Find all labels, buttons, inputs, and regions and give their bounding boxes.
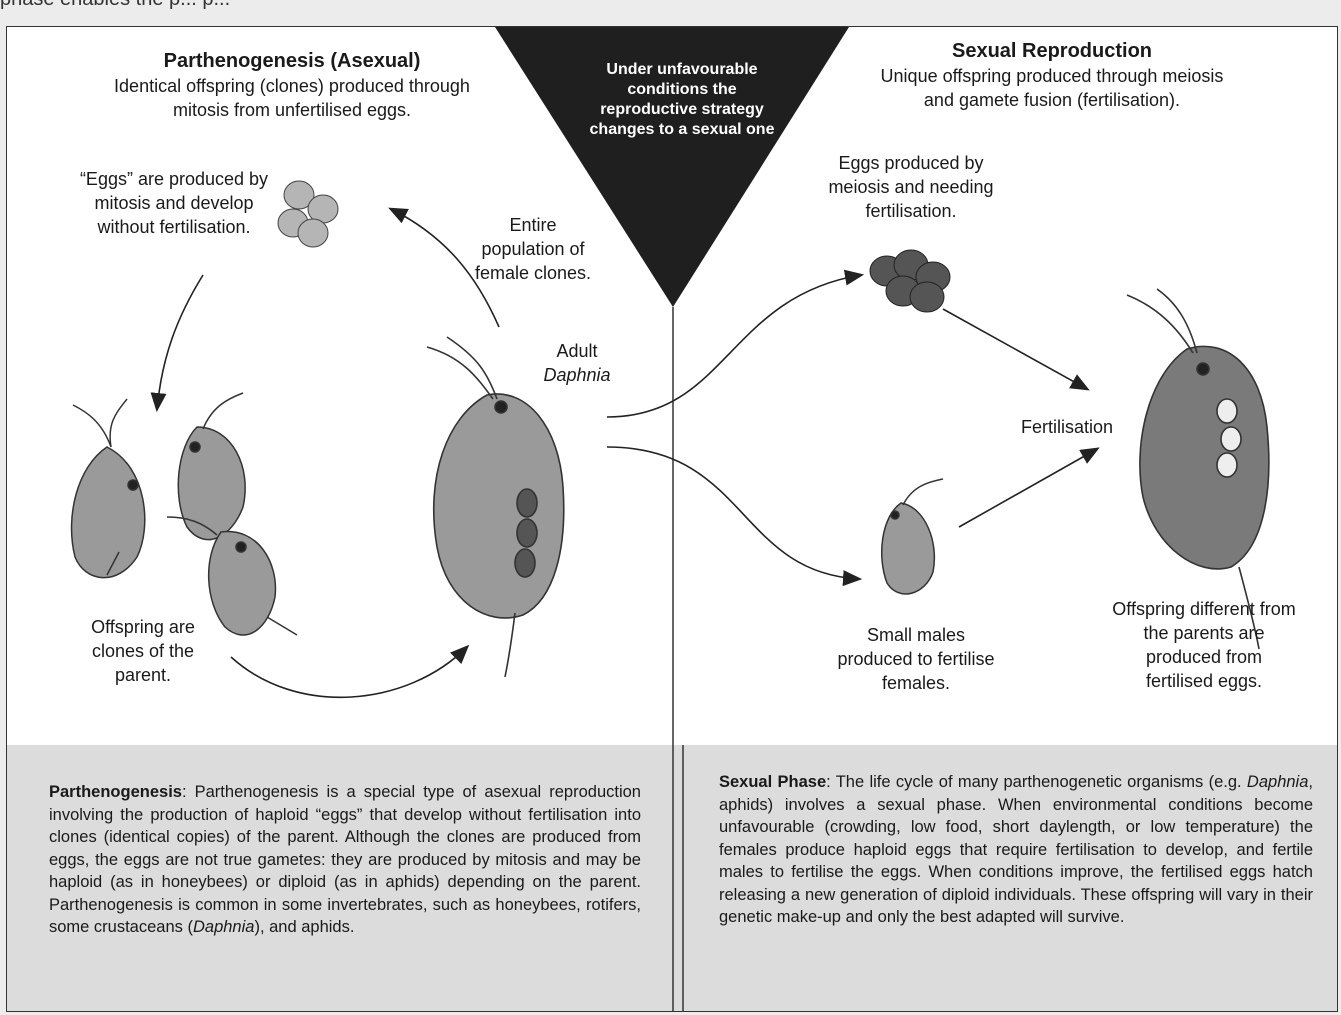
fertilisation-label: Fertilisation bbox=[1007, 415, 1127, 439]
arrow-adult-to-males bbox=[607, 447, 859, 579]
sexual-phase-term: Sexual Phase bbox=[719, 773, 826, 791]
sexual-eggs-label: Eggs produced by meiosis and needing fer… bbox=[823, 151, 999, 223]
adult-daphnia bbox=[427, 337, 564, 677]
male-daphnia bbox=[882, 479, 943, 594]
sexual-phase-italic: Daphnia bbox=[1247, 773, 1308, 791]
sexual-phase-paragraph: Sexual Phase: The life cycle of many par… bbox=[719, 771, 1313, 929]
arrow-clones-to-adult bbox=[231, 647, 467, 697]
asexual-subtitle: Identical offspring (clones) produced th… bbox=[112, 74, 472, 122]
clone-daphnia-1 bbox=[72, 399, 145, 578]
arrow-adult-to-sexual-eggs bbox=[607, 275, 861, 417]
males-label: Small males produced to fertilise female… bbox=[833, 623, 999, 695]
parthenogenesis-paragraph: Parthenogenesis: Parthenogenesis is a sp… bbox=[49, 781, 641, 939]
arrow-males-to-fertilisation bbox=[959, 449, 1097, 527]
strategy-change-banner: Under unfavourable conditions the reprod… bbox=[577, 60, 787, 140]
sexual-eggs bbox=[870, 250, 950, 312]
sexual-phase-text-1: : The life cycle of many parthenogenetic… bbox=[826, 773, 1247, 791]
population-label: Entire population of female clones. bbox=[473, 213, 593, 285]
arrow-eggs-to-clones bbox=[157, 275, 203, 409]
asexual-title: Parthenogenesis (Asexual) bbox=[117, 49, 467, 73]
cropped-top-text: phase enables the p... p... bbox=[0, 0, 230, 11]
clone-daphnia-2 bbox=[178, 393, 245, 540]
adult-label-text: Adult bbox=[527, 339, 627, 363]
asexual-eggs-label: “Eggs” are produced by mitosis and devel… bbox=[79, 167, 269, 239]
sexual-subtitle: Unique offspring produced through meiosi… bbox=[869, 64, 1235, 112]
arrow-eggs-to-fertilisation bbox=[943, 309, 1087, 389]
parthenogenesis-text-1: : Parthenogenesis is a special type of a… bbox=[49, 783, 641, 936]
diagram-frame: Parthenogenesis (Asexual) Identical offs… bbox=[6, 26, 1338, 1012]
clones-offspring-label: Offspring are clones of the parent. bbox=[63, 615, 223, 687]
adult-species-label: Daphnia bbox=[527, 363, 627, 387]
sexual-title: Sexual Reproduction bbox=[887, 39, 1217, 63]
sexual-female-daphnia bbox=[1127, 289, 1269, 649]
parthenogenesis-term: Parthenogenesis bbox=[49, 783, 182, 801]
sexual-offspring-label: Offspring different from the parents are… bbox=[1111, 597, 1297, 693]
parthenogenesis-text-2: ), and aphids. bbox=[254, 918, 354, 936]
adult-label: Adult Daphnia bbox=[527, 339, 627, 387]
sexual-phase-text-2: , aphids) involves a sexual phase. When … bbox=[719, 773, 1313, 926]
asexual-eggs bbox=[278, 181, 338, 247]
parthenogenesis-italic: Daphnia bbox=[193, 918, 254, 936]
